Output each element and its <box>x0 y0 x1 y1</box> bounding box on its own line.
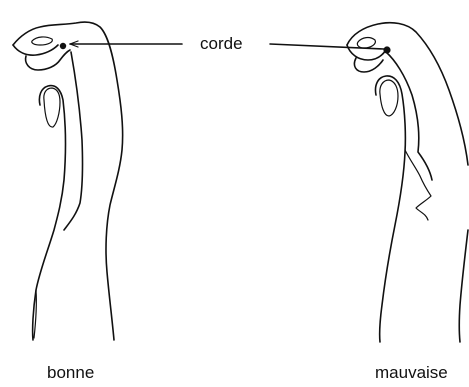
pointer-line-bad <box>270 44 384 49</box>
good-caption: bonne <box>47 364 94 381</box>
palm-edge-good <box>64 52 83 230</box>
palm-edge-bad <box>386 52 432 180</box>
string-label: corde <box>200 35 243 52</box>
string-contact-point-good <box>60 43 66 49</box>
thumbnail-good <box>44 88 60 127</box>
fingernail-bad <box>357 38 375 48</box>
hand-figure-bad <box>347 23 468 342</box>
fingernail-good <box>32 37 53 45</box>
skin-fold-bad <box>405 150 431 220</box>
thumb-good <box>33 86 66 340</box>
thumbnail-bad <box>380 80 398 116</box>
hand-outline-good <box>13 22 123 340</box>
hand-outline-bad <box>347 23 468 342</box>
bad-caption: mauvaise <box>375 364 448 381</box>
hand-figure-good <box>13 22 123 340</box>
